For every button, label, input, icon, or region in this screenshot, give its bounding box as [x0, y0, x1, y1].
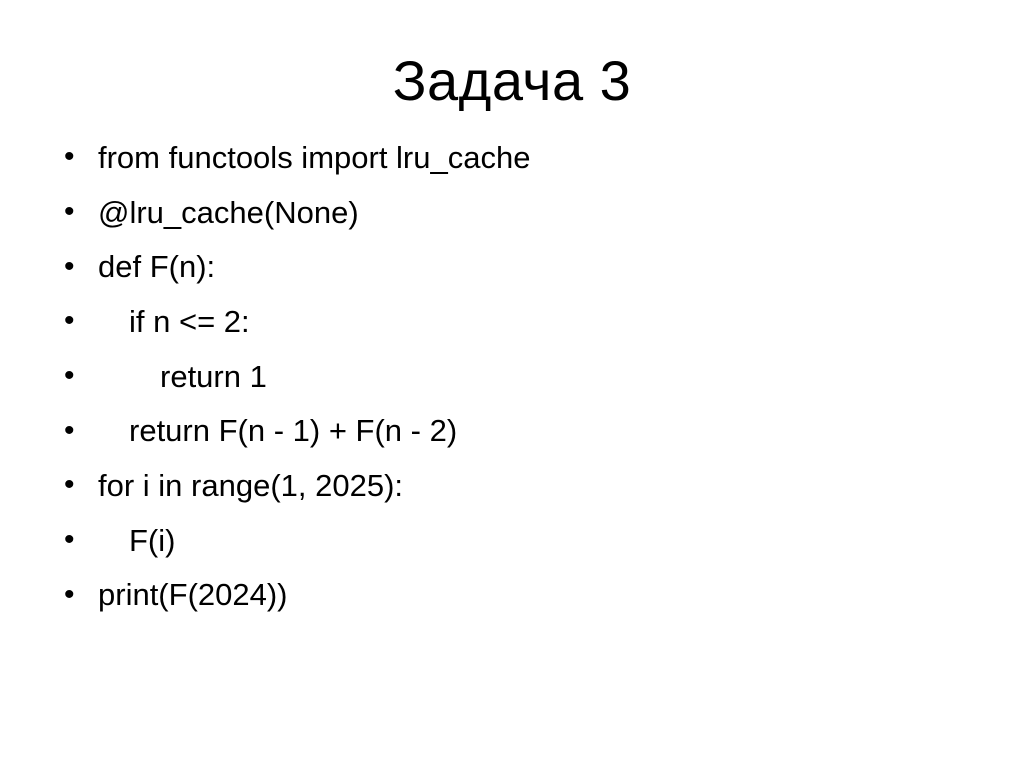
bullet-icon: •: [64, 523, 75, 557]
bullet-item: • for i in range(1, 2025):: [0, 458, 1024, 513]
bullet-item: • def F(n):: [0, 239, 1024, 294]
bullet-list: • from functools import lru_cache • @lru…: [0, 130, 1024, 622]
bullet-icon: •: [64, 249, 75, 283]
bullet-icon: •: [64, 195, 75, 229]
bullet-icon: •: [64, 359, 75, 393]
bullet-item: • print(F(2024)): [0, 568, 1024, 623]
bullet-item: • if n <= 2:: [0, 294, 1024, 349]
bullet-text: return 1: [160, 358, 267, 394]
bullet-text: @lru_cache(None): [98, 194, 359, 230]
bullet-icon: •: [64, 140, 75, 174]
bullet-text: return F(n - 1) + F(n - 2): [129, 413, 458, 449]
bullet-icon: •: [64, 413, 75, 447]
bullet-item: • F(i): [0, 513, 1024, 568]
bullet-text: for i in range(1, 2025):: [98, 467, 404, 503]
bullet-icon: •: [64, 577, 75, 611]
bullet-text: def F(n):: [98, 249, 216, 285]
slide-title: Задача 3: [392, 49, 632, 112]
bullet-text: print(F(2024)): [98, 577, 288, 613]
bullet-item: • return 1: [0, 349, 1024, 404]
bullet-item: • from functools import lru_cache: [0, 130, 1024, 185]
bullet-icon: •: [64, 304, 75, 338]
bullet-text: from functools import lru_cache: [98, 139, 531, 175]
bullet-item: • @lru_cache(None): [0, 185, 1024, 240]
bullet-text: if n <= 2:: [129, 303, 250, 339]
bullet-icon: •: [64, 468, 75, 502]
bullet-item: • return F(n - 1) + F(n - 2): [0, 403, 1024, 458]
bullet-text: F(i): [129, 522, 176, 558]
